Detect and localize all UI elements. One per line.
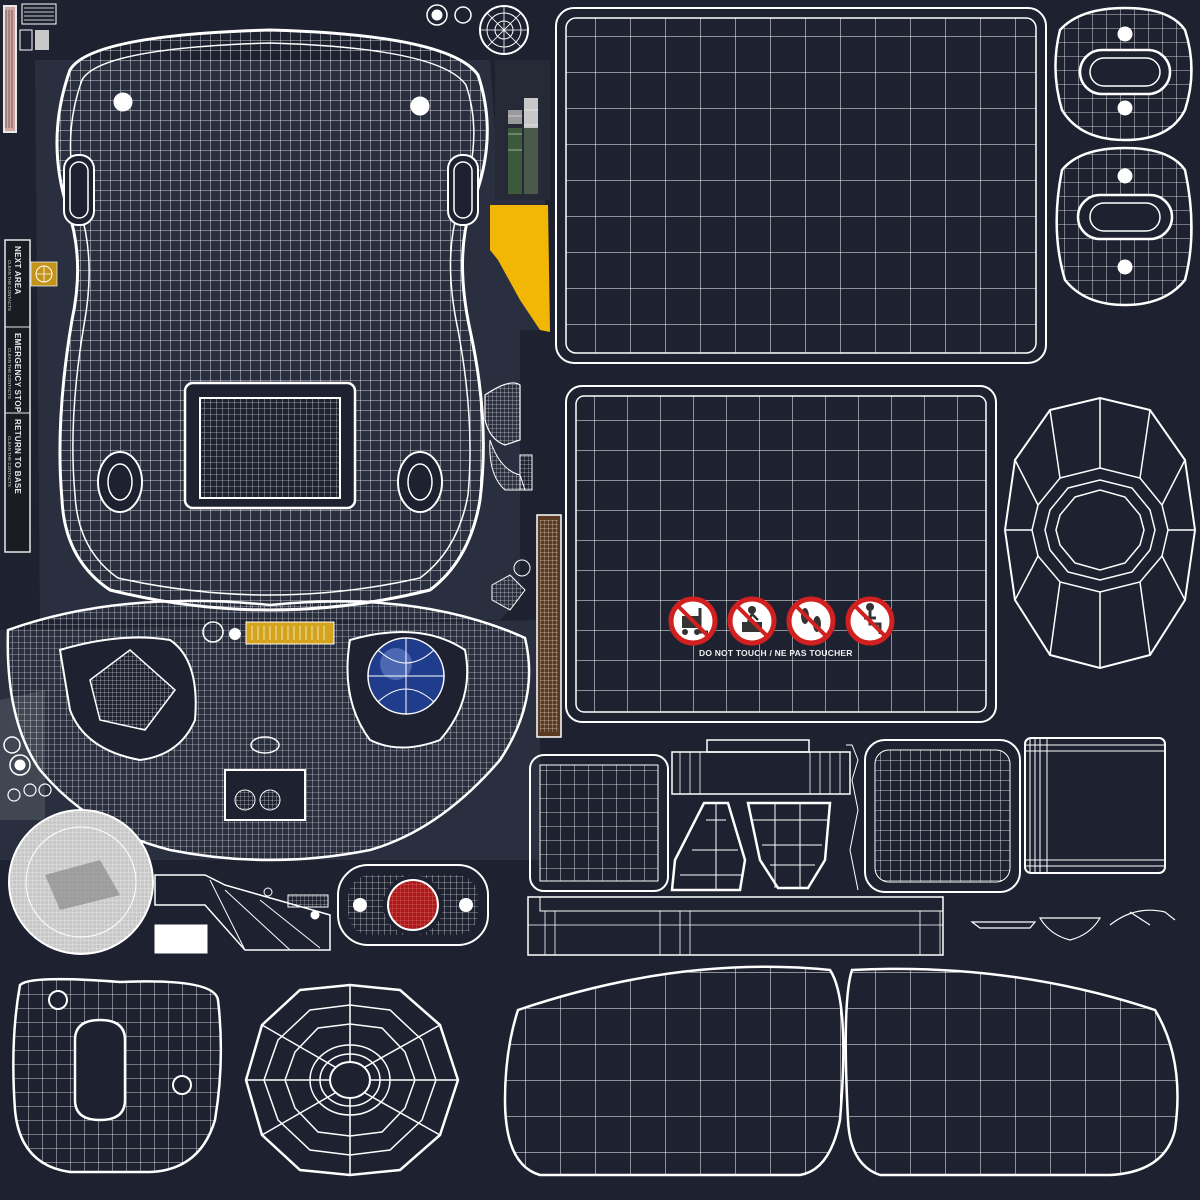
cone-piece: [1003, 396, 1197, 670]
strip-piece: [527, 896, 944, 956]
trapezoid-piece-2: [746, 801, 832, 890]
no-step-icon: [786, 596, 836, 646]
blue-ball: [367, 637, 445, 715]
bottom-piece-3: [503, 965, 845, 1177]
bottom-piece-1: [12, 977, 223, 1174]
ring-piece-2: [1055, 146, 1193, 307]
small-meshes: [484, 382, 533, 611]
thin-pieces: [970, 909, 1176, 941]
bar-piece: [671, 739, 859, 891]
no-lift-icon: [727, 596, 777, 646]
bottom-piece-2: [244, 983, 460, 1177]
yellow-meter: [202, 621, 335, 645]
box-piece-1: [529, 754, 669, 892]
box-piece-2: [864, 739, 1021, 893]
big-panel-middle: [565, 385, 997, 723]
big-panel-top: [555, 7, 1047, 364]
box-piece-3: [1024, 737, 1166, 874]
red-button-piece: [337, 864, 489, 946]
wood-strip: [536, 514, 562, 738]
decal-label-panel: [4, 239, 31, 553]
top-shell-uv: [55, 28, 489, 612]
small-gears: [426, 4, 529, 55]
bottom-piece-4: [844, 967, 1179, 1177]
gauge-strip: [490, 60, 550, 332]
bracket-piece: [154, 874, 331, 954]
no-sit-icon: [845, 596, 895, 646]
grille-disc: [8, 809, 154, 955]
ring-piece-1: [1054, 6, 1193, 142]
trapezoid-piece-1: [670, 801, 747, 892]
decal-strips: [3, 3, 57, 133]
gear-cluster: [3, 736, 52, 802]
no-forklift-icon: [668, 596, 718, 646]
